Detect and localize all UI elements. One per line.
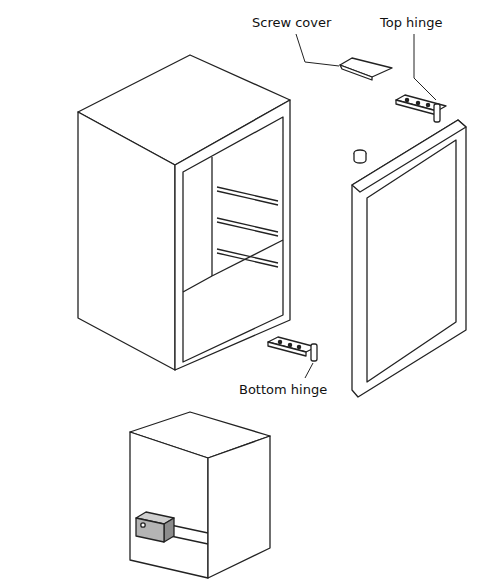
- bottom-hinge: [268, 337, 317, 361]
- inset-box: [130, 412, 270, 578]
- shelf-rail-line: [217, 222, 278, 236]
- part-label: Screw cover: [252, 15, 331, 31]
- screw-cover: [340, 58, 392, 80]
- part-label: Bottom hinge: [239, 382, 327, 398]
- door: [352, 120, 466, 397]
- top-hinge: [396, 95, 446, 122]
- part-label: Top hinge: [380, 15, 442, 31]
- shelf-rail-line: [217, 253, 278, 267]
- shelf-rail-line: [217, 249, 278, 263]
- shelf-rails: [217, 187, 278, 267]
- shelf-rail-line: [217, 218, 278, 232]
- cabinet: [78, 55, 290, 370]
- leader-lines: [296, 34, 436, 378]
- shelf-rail-line: [217, 187, 278, 201]
- shelf-rail-line: [217, 191, 278, 205]
